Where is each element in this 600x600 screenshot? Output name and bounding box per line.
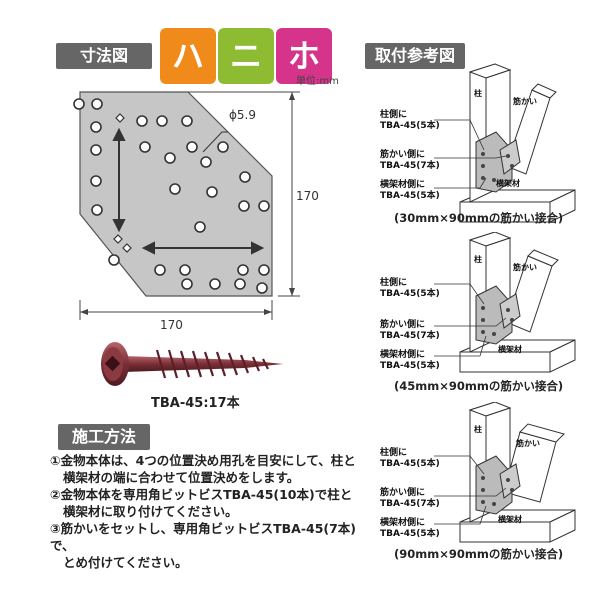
hole-leader — [202, 131, 228, 153]
joint-illustration — [434, 402, 576, 543]
note-pillar-line-1: 柱側に — [380, 278, 408, 288]
dimension-lines — [79, 91, 300, 320]
install-ref-title: 取付参考図 — [365, 43, 465, 69]
note-brace: 筋かい側に TBA-45(7本) — [380, 320, 440, 342]
note-brace-line-2: TBA-45(7本) — [380, 331, 440, 341]
note-beam: 横架材側に TBA-45(5本) — [380, 350, 440, 372]
badge-ha: ハ — [160, 28, 216, 84]
note-pillar-line-2: TBA-45(5本) — [380, 459, 440, 469]
beam-label: 横架材 — [498, 345, 522, 354]
joint-illustration — [434, 63, 576, 223]
pillar-label: 柱 — [474, 425, 482, 434]
width-dimension-label: 170 — [160, 318, 183, 332]
pillar-label: 柱 — [474, 255, 482, 264]
step-2-line-1: ②金物本体を専用角ビットビスTBA-45(10本)で柱と — [50, 487, 353, 502]
note-pillar: 柱側に TBA-45(5本) — [380, 110, 440, 132]
screw-image — [101, 342, 283, 386]
step-2-line-2: 横架材に取り付けてください。 — [63, 504, 238, 519]
brace-label: 筋かい — [516, 439, 540, 448]
note-brace-line-1: 筋かい側に — [380, 150, 426, 160]
badge-ni: ニ — [218, 28, 274, 84]
note-pillar-line-1: 柱側に — [380, 110, 408, 120]
height-dimension-label: 170 — [296, 189, 319, 203]
note-brace: 筋かい側に TBA-45(7本) — [380, 150, 440, 172]
joint-illustration — [434, 232, 576, 373]
brace-label: 筋かい — [513, 97, 537, 106]
screw-label: TBA-45:17本 — [151, 396, 240, 411]
note-beam-line-1: 横架材側に — [380, 350, 426, 360]
positioning-holes — [113, 113, 132, 253]
install-diagram-2: 柱 筋かい 横架材 柱側に TBA-45(5本) 筋かい側に TBA-45(7本… — [370, 232, 600, 402]
note-pillar-line-1: 柱側に — [380, 448, 408, 458]
note-pillar-line-2: TBA-45(5本) — [380, 289, 440, 299]
step-1-line-1: ①金物本体は、4つの位置決め用孔を目安にして、柱と — [50, 453, 356, 468]
unit-label: 単位:mm — [296, 76, 339, 87]
step-3-line-1: ③筋かいをセットし、専用角ビットビスTBA-45(7本)で、 — [50, 521, 357, 553]
note-beam-line-1: 横架材側に — [380, 518, 426, 528]
brace-label: 筋かい — [513, 263, 537, 272]
screw-holes — [73, 98, 270, 294]
beam-label: 横架材 — [498, 515, 522, 524]
method-title: 施工方法 — [58, 424, 150, 450]
step-1-line-2: 横架材の端に合わせて位置決めをします。 — [63, 470, 300, 485]
dimension-section-title: 寸法図 — [56, 43, 152, 69]
note-brace-line-1: 筋かい側に — [380, 320, 426, 330]
note-pillar-line-2: TBA-45(5本) — [380, 121, 440, 131]
note-pillar: 柱側に TBA-45(5本) — [380, 278, 440, 300]
beam-label: 横架材 — [496, 179, 520, 188]
note-brace-line-2: TBA-45(7本) — [380, 499, 440, 509]
direction-arrows — [112, 127, 265, 255]
note-beam: 横架材側に TBA-45(5本) — [380, 180, 440, 202]
note-beam-line-2: TBA-45(5本) — [380, 529, 440, 539]
note-beam-line-2: TBA-45(5本) — [380, 361, 440, 371]
note-beam-line-1: 横架材側に — [380, 180, 426, 190]
note-beam: 横架材側に TBA-45(5本) — [380, 518, 440, 540]
badge-ho: ホ — [276, 28, 332, 84]
hole-diameter-label: ϕ5.9 — [229, 108, 256, 122]
method-steps: ①金物本体は、4つの位置決め用孔を目安にして、柱と 横架材の端に合わせて位置決め… — [50, 452, 370, 571]
step-3-line-2: とめ付けてください。 — [63, 555, 188, 570]
diagram-caption: (90mm×90mmの筋かい接合) — [394, 547, 564, 561]
diagram-caption: (30mm×90mmの筋かい接合) — [394, 211, 564, 225]
note-brace: 筋かい側に TBA-45(7本) — [380, 488, 440, 510]
note-pillar: 柱側に TBA-45(5本) — [380, 448, 440, 470]
note-brace-line-1: 筋かい側に — [380, 488, 426, 498]
note-brace-line-2: TBA-45(7本) — [380, 161, 440, 171]
diagram-caption: (45mm×90mmの筋かい接合) — [394, 379, 564, 393]
install-diagram-3: 柱 筋かい 横架材 柱側に TBA-45(5本) 筋かい側に TBA-45(7本… — [370, 402, 600, 572]
install-diagram-1: 柱 筋かい 横架材 柱側に TBA-45(5本) 筋かい側に TBA-45(7本… — [370, 62, 600, 232]
plate-drawing — [73, 91, 300, 320]
pillar-label: 柱 — [474, 89, 482, 98]
note-beam-line-2: TBA-45(5本) — [380, 191, 440, 201]
